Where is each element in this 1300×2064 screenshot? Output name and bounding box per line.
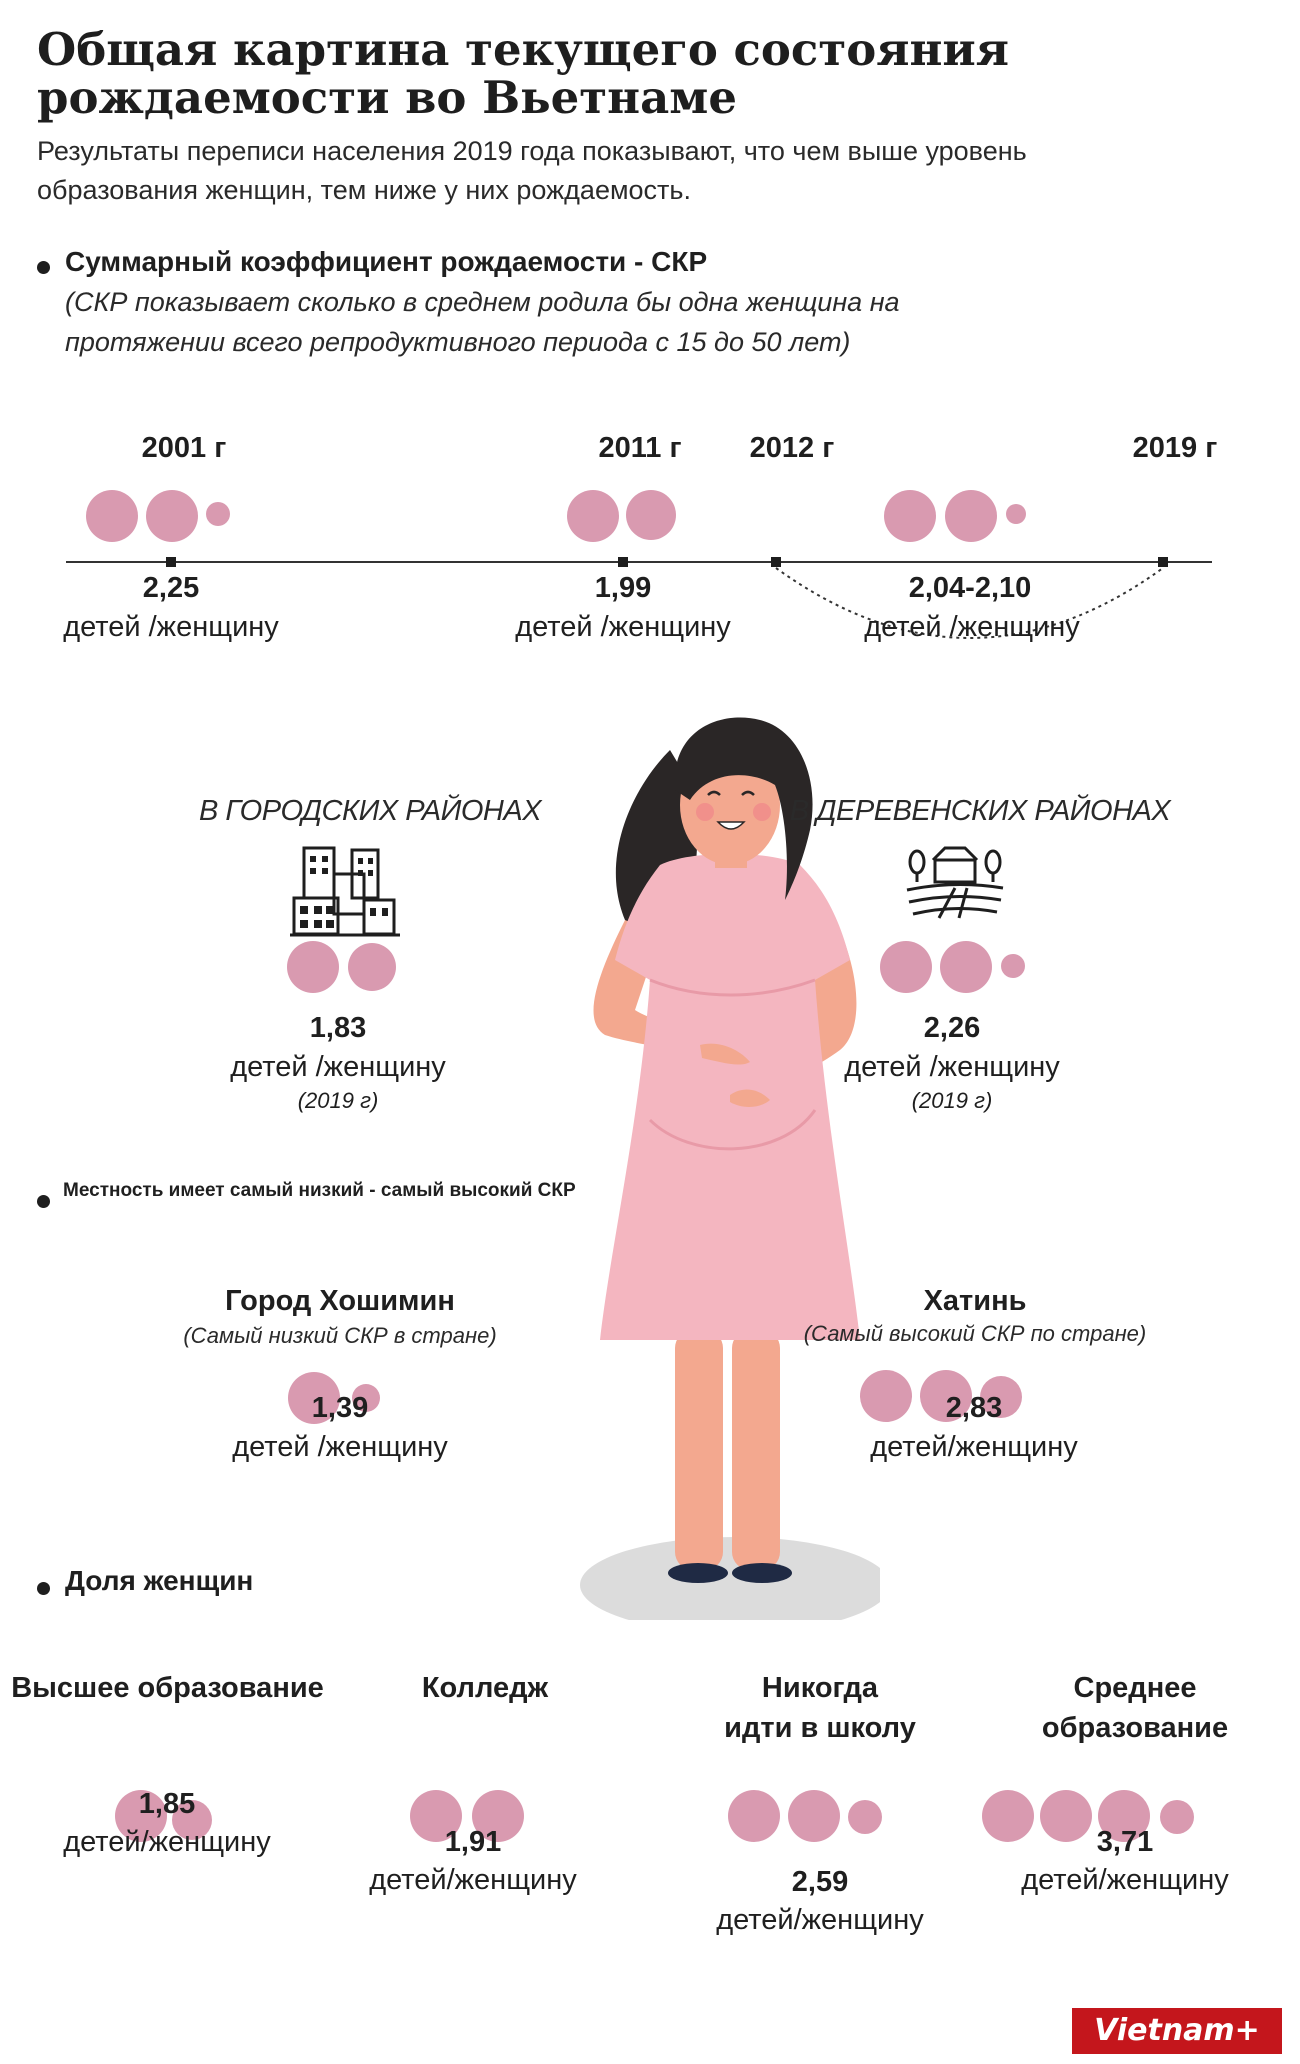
pregnant-woman-illustration: [580, 717, 880, 1620]
highest-place: Хатинь: [923, 1285, 1027, 1317]
value-2011: 1,99: [594, 572, 652, 604]
urban-label: В ГОРОДСКИХ РАЙОНАХ: [198, 795, 542, 827]
tfr-heading: Суммарный коэффициент рождаемости - СКР: [65, 246, 708, 277]
rural-unit: детей /женщину: [844, 1051, 1060, 1083]
village-icon: [906, 846, 1004, 919]
edu-label-higher: Высшее образование: [11, 1672, 324, 1704]
year-label-2019: 2019 г: [1132, 432, 1218, 464]
year-label-2011: 2011 г: [598, 432, 682, 464]
city-icon: [290, 846, 400, 937]
lowest-note: (Самый низкий СКР в стране): [183, 1323, 497, 1348]
bullet-point: [37, 1195, 50, 1208]
urban-unit: детей /женщину: [230, 1051, 446, 1083]
page-title: Общая картина текущего состояния рождаем…: [37, 23, 1010, 124]
rural-year: (2019 г): [911, 1088, 993, 1113]
unit-2011: детей /женщину: [515, 611, 731, 643]
page-subtitle: Результаты переписи населения 2019 года …: [37, 136, 1027, 205]
highest-note: (Самый высокий СКР по стране): [803, 1321, 1147, 1346]
bullet-point: [37, 1582, 50, 1595]
urban-year: (2019 г): [297, 1088, 379, 1113]
value-2001: 2,25: [142, 572, 200, 604]
women-share-heading: Доля женщин: [65, 1565, 254, 1596]
edu-label-secondary: Среднее образование: [1041, 1672, 1229, 1744]
edu-value-secondary: 3,71: [1096, 1826, 1154, 1858]
edu-value-never-school: 2,59: [791, 1866, 849, 1898]
edu-value-college: 1,91: [444, 1826, 502, 1858]
edu-unit-college: детей/женщину: [369, 1864, 577, 1896]
highest-unit: детей/женщину: [870, 1431, 1078, 1463]
edu-unit-never-school: детей/женщину: [716, 1904, 924, 1936]
rural-value: 2,26: [923, 1012, 981, 1044]
edu-unit-secondary: детей/женщину: [1021, 1864, 1229, 1896]
value-2012-2019: 2,04-2,10: [908, 572, 1032, 604]
edu-value-higher: 1,85: [138, 1788, 196, 1820]
unit-2001: детей /женщину: [63, 611, 279, 643]
vietnamplus-logo: Vietnam+: [1072, 2008, 1282, 2054]
year-label-2001: 2001 г: [141, 432, 227, 464]
year-label-2012: 2012 г: [749, 432, 835, 464]
edu-unit-higher: детей/женщину: [63, 1826, 271, 1858]
lowest-unit: детей /женщину: [232, 1431, 448, 1463]
rural-label: В ДЕРЕВЕНСКИХ РАЙОНАХ: [789, 795, 1171, 827]
edu-label-college: Колледж: [421, 1672, 549, 1704]
bullet-point: [37, 261, 50, 274]
highest-value: 2,83: [945, 1392, 1003, 1424]
urban-value: 1,83: [309, 1012, 367, 1044]
lowest-value: 1,39: [311, 1392, 369, 1424]
edu-label-never-school: Никогда идти в школу: [724, 1672, 916, 1744]
lowest-place: Город Хошимин: [225, 1285, 455, 1317]
tfr-note: (СКР показывает сколько в среднем родила…: [65, 287, 900, 357]
timeline-axis: [66, 557, 1212, 639]
extremes-heading: Местность имеет самый низкий - самый выс…: [63, 1180, 576, 1201]
unit-2012-2019: детей /женщину: [864, 611, 1080, 643]
